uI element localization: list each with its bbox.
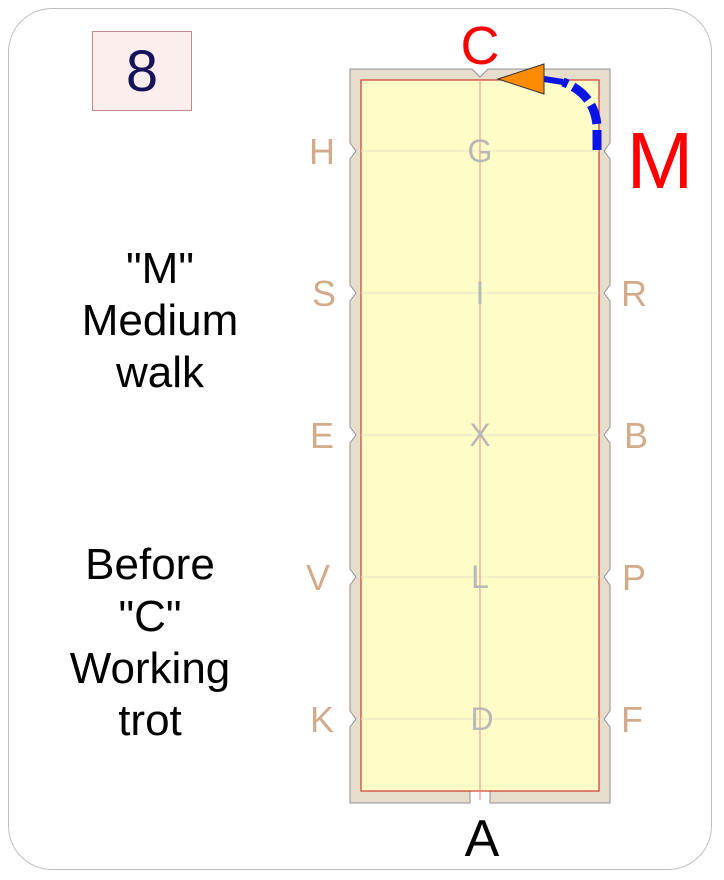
instruction-line: "M" [126, 244, 194, 293]
instruction-line: Medium [81, 296, 239, 345]
instruction-line: Working [69, 644, 231, 693]
figure-number: 8 [125, 38, 159, 104]
arena-letter-left: H [309, 131, 335, 172]
instruction-medium-walk: "M" Medium walk [45, 243, 275, 399]
arena-letter-right: R [621, 273, 647, 314]
instruction-line: Before [85, 540, 215, 589]
arena-letter-left: K [310, 699, 334, 740]
figure-number-badge: 8 [92, 31, 192, 111]
movement-path-tail [543, 76, 564, 85]
instruction-working-trot: Before "C" Working trot [35, 539, 265, 747]
arena-letter-right: F [621, 699, 643, 740]
instruction-line: trot [118, 696, 182, 745]
arena-letter-right: B [624, 415, 648, 456]
arena-letter-center: D [470, 701, 493, 737]
arena-letter-center: I [476, 275, 485, 311]
instruction-line: walk [115, 348, 205, 397]
arena-letter-top: C [461, 16, 500, 76]
arena-letter-center: X [469, 417, 490, 453]
direction-arrow-icon [496, 63, 545, 95]
arena-letter-center: G [468, 133, 493, 169]
arena-letter-left: S [312, 273, 336, 314]
arena-letter-right-highlighted: M [627, 116, 694, 205]
arena-letter-center: L [471, 559, 489, 595]
arena-letter-bottom: A [465, 810, 500, 868]
instruction-line: "C" [118, 592, 182, 641]
arena-letter-left: E [310, 415, 334, 456]
arena-letter-left: V [306, 557, 330, 598]
arena-letter-right: P [622, 557, 646, 598]
